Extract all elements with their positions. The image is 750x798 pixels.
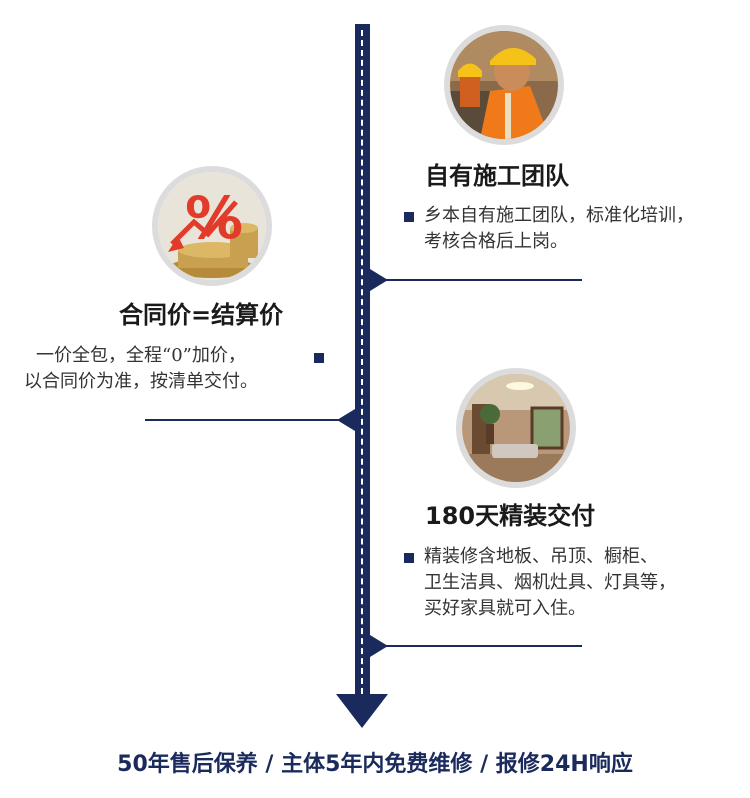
pointer-left-icon bbox=[337, 409, 355, 431]
interior-living-room-photo bbox=[456, 368, 576, 488]
item-title-team: 自有施工团队 bbox=[425, 162, 569, 190]
item-desc-team-line2: 考核合格后上岗。 bbox=[424, 231, 568, 252]
connector-line bbox=[145, 419, 355, 421]
connector-line bbox=[370, 279, 582, 281]
connector-line bbox=[370, 645, 582, 647]
construction-worker-photo bbox=[444, 25, 564, 145]
footer-guarantee: 50年售后保养 / 主体5年内免费维修 / 报修24H响应 bbox=[117, 752, 633, 777]
bullet-square-icon bbox=[404, 212, 414, 222]
item-desc-delivery-line2: 卫生洁具、烟机灶具、灯具等， bbox=[424, 572, 676, 593]
bullet-square-icon bbox=[404, 553, 414, 563]
timeline-arrow-down-icon bbox=[336, 694, 388, 728]
item-desc-price-line2: 以合同价为准，按清单交付。 bbox=[24, 371, 258, 392]
item-desc-delivery-line3: 买好家具就可入住。 bbox=[424, 598, 586, 619]
item-desc-team-line1: 乡本自有施工团队，标准化培训， bbox=[424, 205, 694, 226]
bullet-square-icon bbox=[314, 353, 324, 363]
svg-text:%: % bbox=[185, 184, 243, 252]
timeline-dash bbox=[361, 30, 363, 694]
percent-coins-photo: % bbox=[152, 166, 272, 286]
pointer-right-icon bbox=[370, 269, 388, 291]
item-desc-delivery-line1: 精装修含地板、吊顶、橱柜、 bbox=[424, 546, 658, 567]
item-title-delivery: 180天精装交付 bbox=[425, 502, 596, 530]
item-desc-price-line1: 一价全包，全程“0”加价， bbox=[36, 345, 246, 366]
pointer-right-icon bbox=[370, 635, 388, 657]
item-title-price: 合同价=结算价 bbox=[119, 301, 284, 329]
